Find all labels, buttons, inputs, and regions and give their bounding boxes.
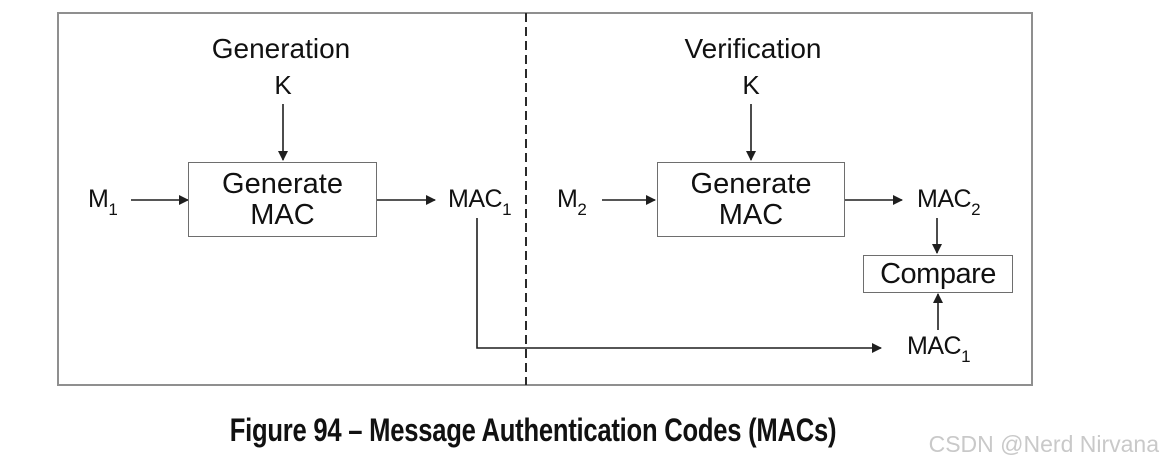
message-label-m2: M2 (557, 185, 587, 219)
message-m2-sub: 2 (577, 200, 587, 219)
message-m2-base: M (557, 185, 578, 213)
figure-caption: Figure 94 – Message Authentication Codes… (229, 412, 837, 448)
output-mac2-base: MAC (917, 185, 972, 213)
output-mac2-sub: 2 (971, 200, 981, 219)
generate-mac-box-verification: Generate MAC (657, 162, 845, 237)
generate-mac-box-generation: Generate MAC (188, 162, 377, 237)
watermark: CSDN @Nerd Nirvana (928, 431, 1159, 457)
generate-box-line2: MAC (718, 198, 784, 231)
message-m1-base: M (88, 185, 109, 213)
received-mac-base: MAC (907, 332, 962, 360)
section-title-verification: Verification (684, 33, 822, 64)
generate-box-line2: MAC (250, 198, 315, 231)
output-mac1-base: MAC (448, 185, 503, 213)
generate-box-line1: Generate (690, 167, 812, 200)
section-title-generation: Generation (211, 33, 351, 64)
diagram-outer-border (57, 12, 1033, 386)
output-label-mac1: MAC1 (448, 185, 512, 219)
received-mac-label: MAC1 (907, 332, 971, 366)
output-mac1-sub: 1 (502, 200, 512, 219)
key-label-verification: K (742, 70, 760, 100)
key-label-generation: K (274, 70, 292, 100)
compare-box: Compare (863, 255, 1013, 293)
message-m1-sub: 1 (108, 200, 118, 219)
generate-box-line1: Generate (222, 167, 343, 200)
output-label-mac2: MAC2 (917, 185, 981, 219)
received-mac-sub: 1 (961, 347, 971, 366)
message-label-m1: M1 (88, 185, 118, 219)
